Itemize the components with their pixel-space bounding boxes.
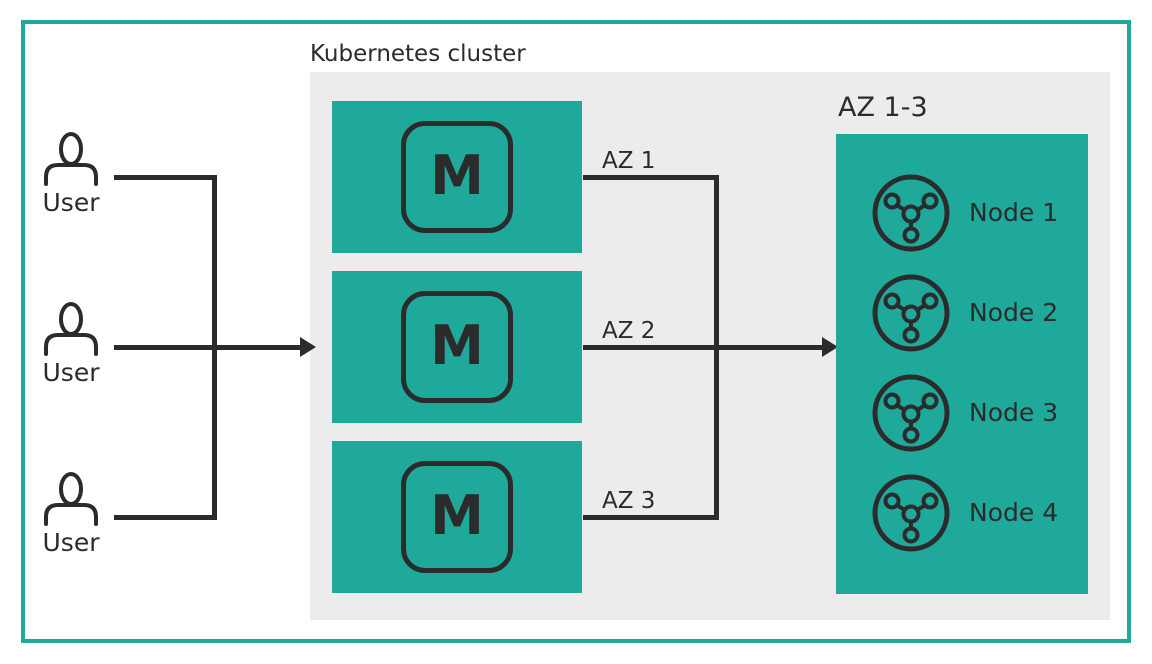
connector-left-vertical-line bbox=[211, 174, 217, 520]
kubernetes-cluster-title: Kubernetes cluster bbox=[310, 41, 526, 67]
arrowhead-to-nodes bbox=[822, 337, 838, 357]
az-group-title: AZ 1-3 bbox=[838, 92, 928, 123]
node-row-2: Node 2 bbox=[872, 274, 1058, 352]
master-box-3: M bbox=[332, 441, 582, 593]
node-row-4: Node 4 bbox=[872, 474, 1058, 552]
user-icon bbox=[43, 300, 99, 356]
user-icon bbox=[43, 130, 99, 186]
connector-az1-line bbox=[583, 174, 719, 180]
az3-label: AZ 3 bbox=[602, 488, 656, 514]
diagram-border-frame bbox=[21, 20, 1131, 643]
node-label: Node 2 bbox=[969, 298, 1059, 328]
node-label: Node 4 bbox=[969, 498, 1059, 528]
connector-az2-line bbox=[583, 344, 822, 350]
user-label: User bbox=[42, 528, 100, 557]
connector-user1-line bbox=[114, 174, 216, 180]
master-icon: M bbox=[401, 121, 513, 233]
connector-user3-line bbox=[114, 514, 216, 520]
az2-label: AZ 2 bbox=[602, 318, 656, 344]
node-icon bbox=[872, 374, 950, 452]
node-label: Node 1 bbox=[969, 198, 1059, 228]
connector-right-vertical-line bbox=[713, 174, 719, 520]
node-icon bbox=[872, 174, 950, 252]
arrowhead-to-cluster bbox=[300, 337, 316, 357]
node-icon bbox=[872, 474, 950, 552]
az1-label: AZ 1 bbox=[602, 148, 656, 174]
master-box-2: M bbox=[332, 271, 582, 423]
connector-az3-line bbox=[583, 514, 719, 520]
node-row-1: Node 1 bbox=[872, 174, 1058, 252]
node-row-3: Node 3 bbox=[872, 374, 1058, 452]
user-label: User bbox=[42, 358, 100, 387]
node-label: Node 3 bbox=[969, 398, 1059, 428]
master-icon: M bbox=[401, 291, 513, 403]
user-icon bbox=[43, 470, 99, 526]
master-icon: M bbox=[401, 461, 513, 573]
node-icon bbox=[872, 274, 950, 352]
master-box-1: M bbox=[332, 101, 582, 253]
az-group-box: Node 1 Node 2 bbox=[836, 134, 1088, 594]
connector-user2-line bbox=[114, 344, 302, 350]
user-label: User bbox=[42, 188, 100, 217]
